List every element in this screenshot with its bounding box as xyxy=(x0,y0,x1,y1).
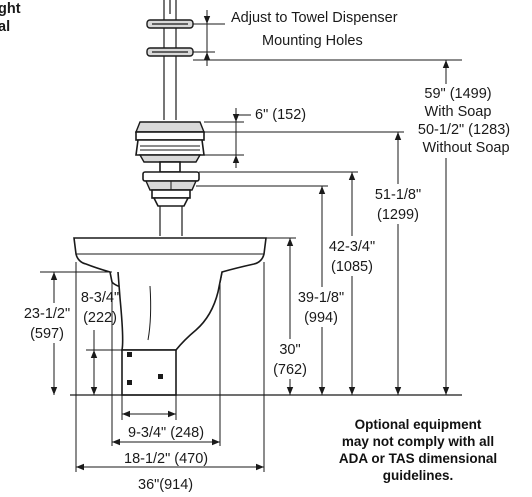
dim-8-in xyxy=(86,330,122,395)
extension-lines xyxy=(193,59,462,239)
dim-36-label: 36"(914) xyxy=(138,477,193,493)
towel-adjust-label-line2: Mounting Holes xyxy=(262,33,363,49)
soap-dispenser xyxy=(134,121,206,173)
dim-39-line1: 39-1/8" xyxy=(298,290,344,306)
dim-23-in xyxy=(18,271,112,395)
compliance-note: Optional equipment may not comply with a… xyxy=(339,417,497,483)
dim-42-line1: 42-3/4" xyxy=(329,239,375,255)
towel-adjust-label-line1: Adjust to Towel Dispenser xyxy=(231,10,398,26)
faucet-head xyxy=(142,171,200,207)
dim-51-in xyxy=(368,132,428,395)
dim-59-line1: 59" (1499) xyxy=(424,86,491,102)
note-line4: guidelines. xyxy=(383,468,454,483)
dim-59-line2: With Soap xyxy=(425,104,492,120)
dim-18-label: 18-1/2" (470) xyxy=(124,451,208,467)
dim-42-line2: (1085) xyxy=(331,259,373,275)
dim-9-label: 9-3/4" (248) xyxy=(128,425,204,441)
note-line3: ADA or TAS dimensional xyxy=(339,451,497,466)
dim-51-line1: 51-1/8" xyxy=(375,187,421,203)
note-line2: may not comply with all xyxy=(342,434,494,449)
lower-stem xyxy=(159,206,183,236)
dim-23-line2: (597) xyxy=(30,326,64,342)
dim-51-line2: (1299) xyxy=(377,207,419,223)
header-title-line2: al xyxy=(0,19,10,35)
dim-42-in xyxy=(326,172,378,395)
pedestal xyxy=(117,271,223,351)
towel-adjust-dimension xyxy=(193,10,225,66)
dim-39-in xyxy=(294,186,348,395)
dim-8-line1: 8-3/4" xyxy=(81,290,119,306)
towel-dispenser-brackets xyxy=(146,19,194,57)
six-inch-dimension xyxy=(204,108,251,168)
vertical-post xyxy=(163,0,177,120)
dim-59-line3: 50-1/2" (1283) xyxy=(418,122,510,138)
six-inch-label: 6" (152) xyxy=(255,107,306,123)
dim-39-line2: (994) xyxy=(304,310,338,326)
dim-23-line1: 23-1/2" xyxy=(24,306,70,322)
header-title-line1: ght xyxy=(0,1,21,17)
dim-59-line4: Without Soap xyxy=(422,140,509,156)
base-box xyxy=(121,349,177,396)
note-line1: Optional equipment xyxy=(355,417,482,432)
dim-30-line1: 30" xyxy=(279,342,300,358)
dim-30-in xyxy=(268,238,314,395)
dim-59-in xyxy=(418,60,498,395)
dim-8-line2: (222) xyxy=(83,310,117,326)
dim-30-line2: (762) xyxy=(273,362,307,378)
